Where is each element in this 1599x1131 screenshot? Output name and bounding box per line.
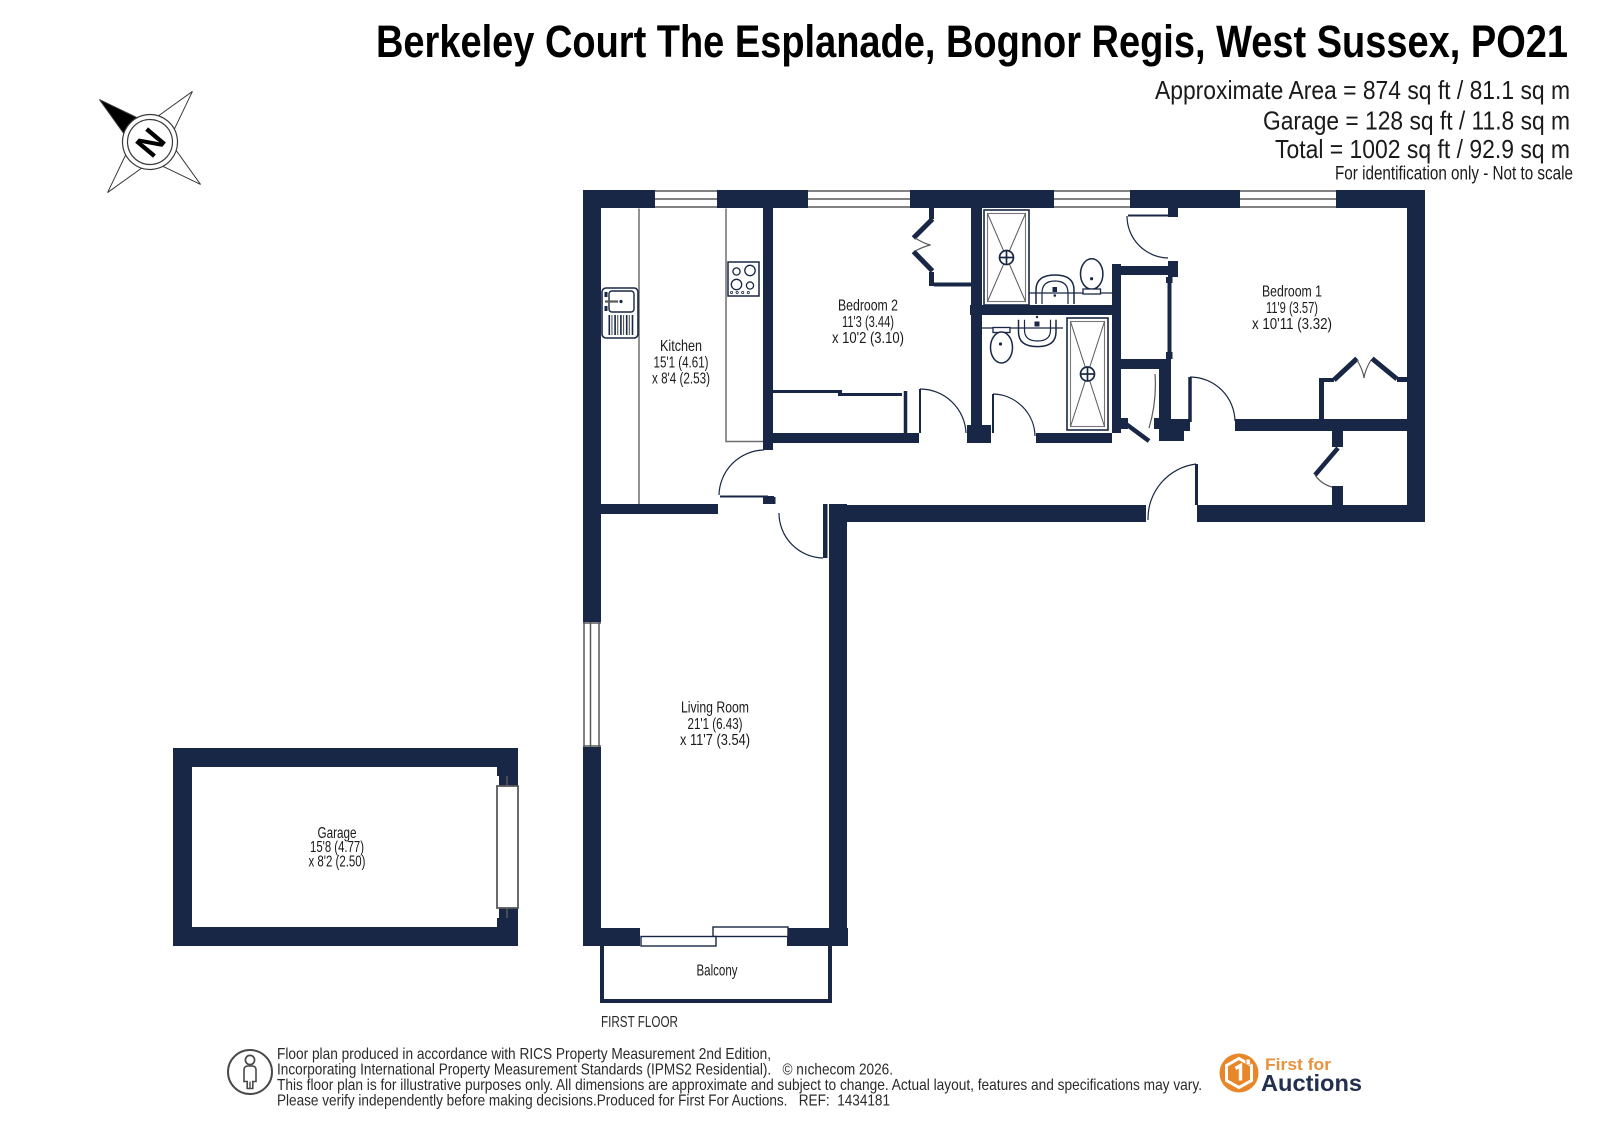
svg-text:Please verify independently be: Please verify independently before makin…	[277, 1093, 890, 1110]
svg-text:Total = 1002 sq ft / 92.9 sq m: Total = 1002 sq ft / 92.9 sq m	[1275, 134, 1570, 164]
svg-text:x 8'2 (2.50): x 8'2 (2.50)	[309, 853, 366, 870]
svg-text:For identification only - Not: For identification only - Not to scale	[1335, 164, 1573, 185]
svg-text:x 11'7 (3.54): x 11'7 (3.54)	[680, 732, 750, 749]
svg-text:Kitchen: Kitchen	[660, 338, 702, 355]
svg-text:This floor plan is for illustr: This floor plan is for illustrative purp…	[277, 1077, 1202, 1094]
svg-text:First for: First for	[1265, 1055, 1331, 1074]
svg-text:x 8'4 (2.53): x 8'4 (2.53)	[652, 371, 710, 388]
svg-text:x 10'11 (3.32): x 10'11 (3.32)	[1252, 316, 1332, 333]
svg-text:Bedroom 1: Bedroom 1	[1262, 284, 1322, 301]
svg-text:Living Room: Living Room	[681, 700, 749, 717]
svg-text:11'9 (3.57): 11'9 (3.57)	[1266, 300, 1318, 317]
svg-text:x 10'2 (3.10): x 10'2 (3.10)	[832, 330, 904, 347]
svg-text:Bedroom 2: Bedroom 2	[838, 298, 898, 315]
svg-text:15'8 (4.77): 15'8 (4.77)	[310, 839, 364, 856]
svg-text:Garage = 128 sq ft / 11.8 sq m: Garage = 128 sq ft / 11.8 sq m	[1263, 106, 1570, 136]
svg-text:Floor plan produced in accorda: Floor plan produced in accordance with R…	[277, 1046, 771, 1063]
svg-text:Auctions: Auctions	[1261, 1070, 1362, 1096]
svg-text:FIRST FLOOR: FIRST FLOOR	[601, 1014, 678, 1031]
svg-text:15'1 (4.61): 15'1 (4.61)	[654, 354, 709, 371]
svg-text:Incorporating International Pr: Incorporating International Property Mea…	[277, 1062, 893, 1079]
svg-text:Balcony: Balcony	[697, 963, 738, 980]
svg-text:Berkeley Court The Esplanade,: Berkeley Court The Esplanade, Bognor Reg…	[376, 16, 1568, 67]
svg-text:21'1 (6.43): 21'1 (6.43)	[688, 716, 743, 733]
svg-text:Garage: Garage	[318, 825, 357, 842]
svg-text:11'3 (3.44): 11'3 (3.44)	[842, 314, 894, 331]
svg-text:Approximate Area = 874 sq ft /: Approximate Area = 874 sq ft / 81.1 sq m	[1155, 75, 1570, 105]
